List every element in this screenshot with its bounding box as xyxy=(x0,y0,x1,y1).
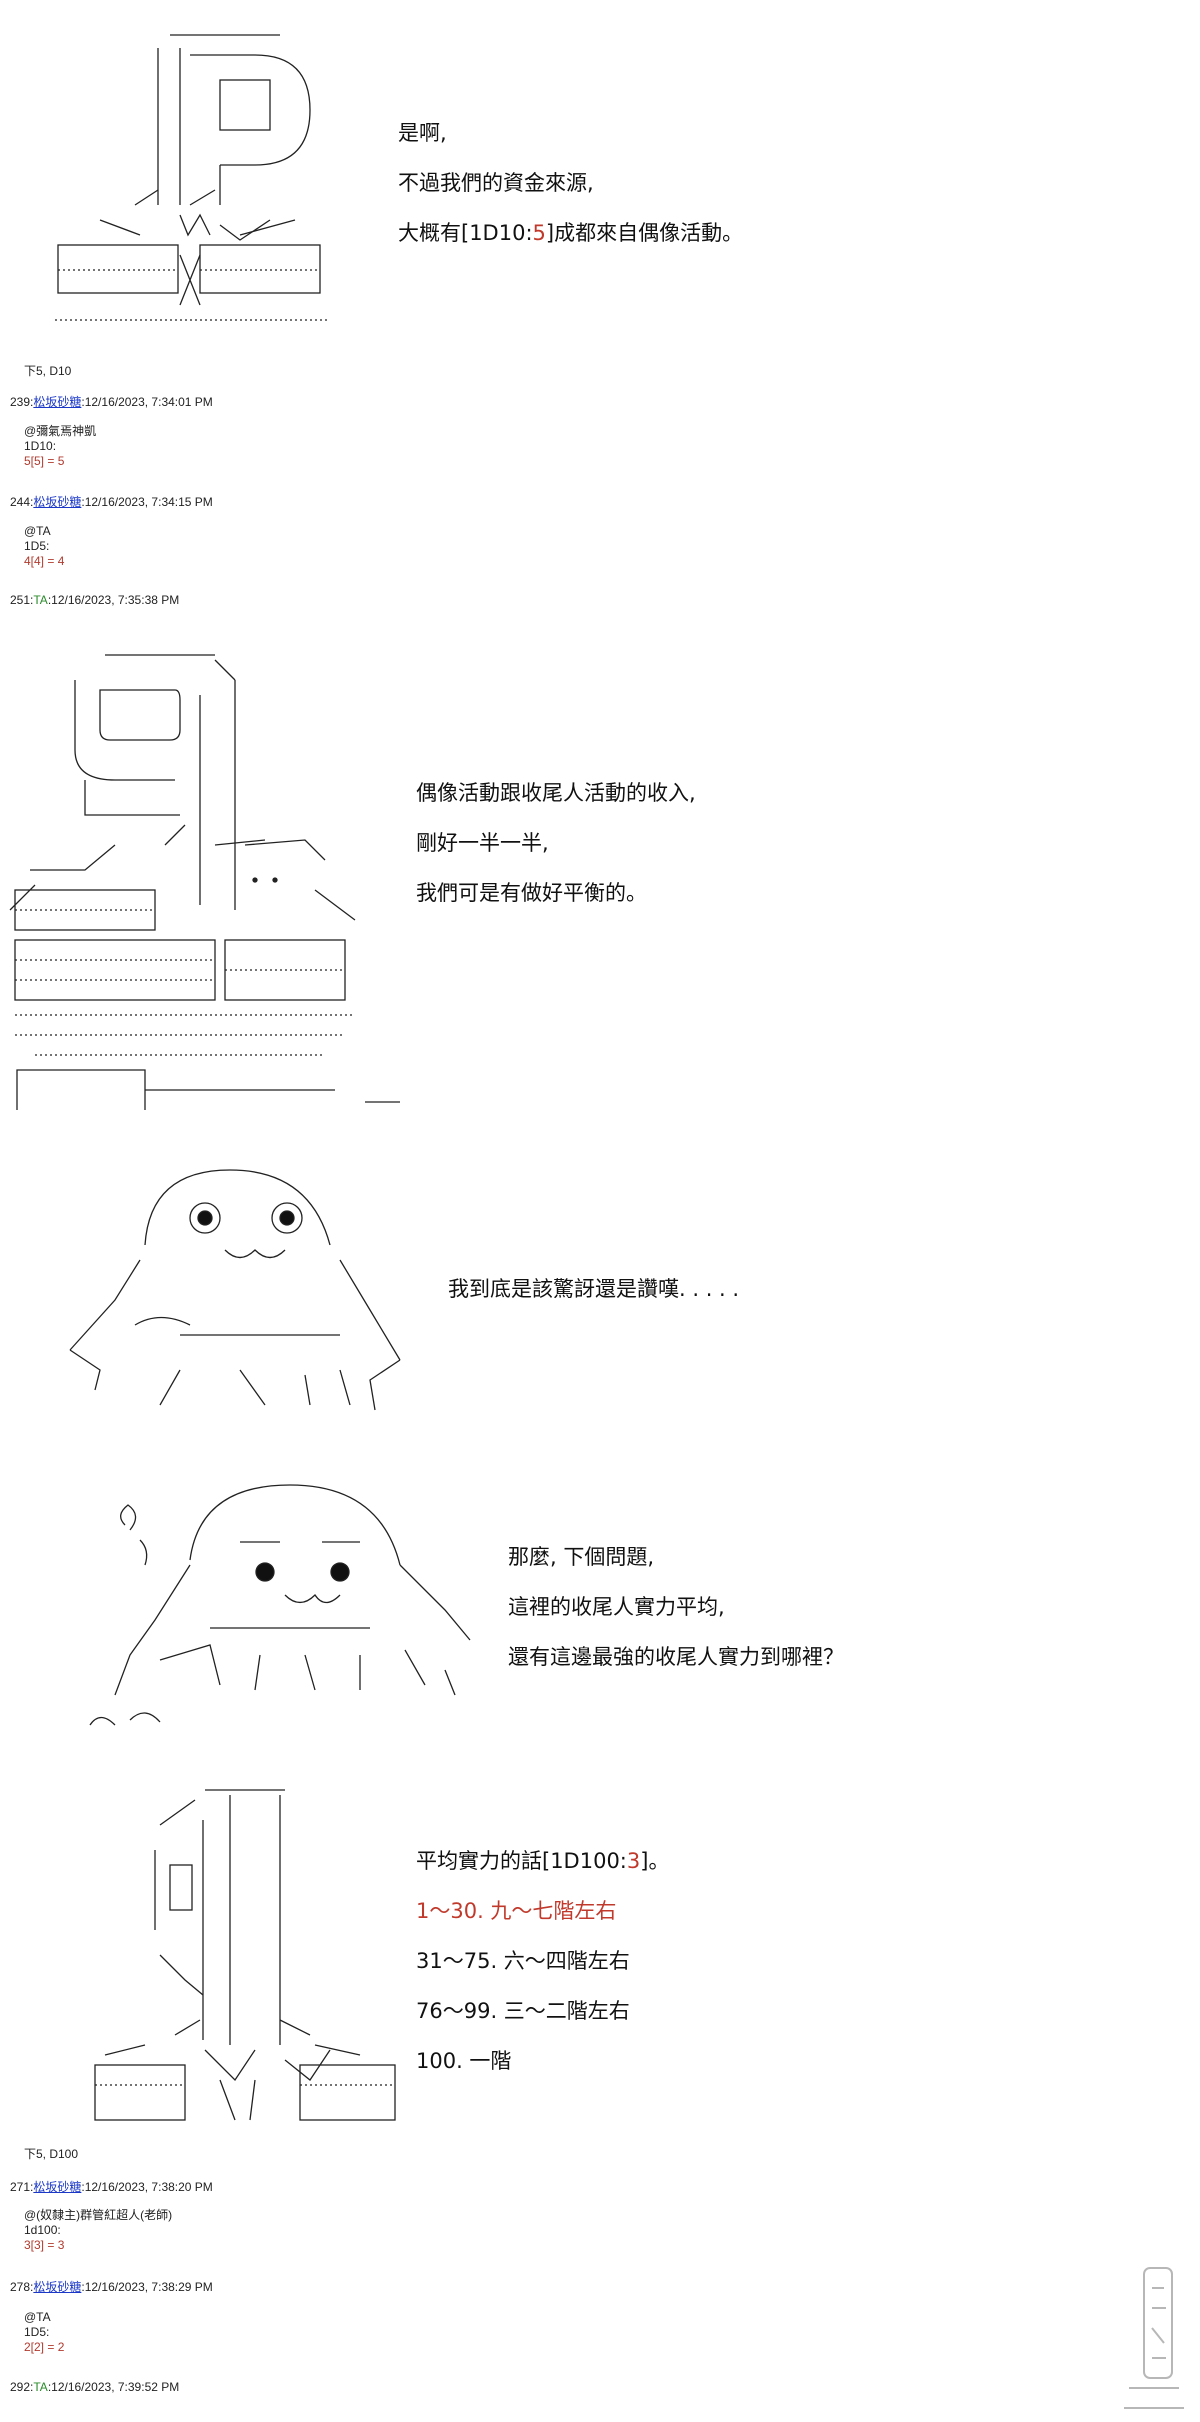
dialog-panel-1: 是啊, 不過我們的資金來源, 大概有[1D10:5]成都來自偶像活動。 xyxy=(398,108,743,258)
dialog-text: ]成都來自偶像活動。 xyxy=(545,221,744,245)
ascii-art-i-character xyxy=(85,1780,405,2140)
dialog-line: 還有這邊最強的收尾人實力到哪裡？ xyxy=(508,1645,844,1669)
dialog-panel-4: 那麼, 下個問題, 這裡的收尾人實力平均, 還有這邊最強的收尾人實力到哪裡？ xyxy=(508,1532,844,1682)
dice-result: 3 xyxy=(626,1849,641,1873)
post-header: 244:松坂砂糖:12/16/2023, 7:34:15 PM xyxy=(10,493,213,510)
roll-value: 4[4] = 4 xyxy=(24,554,65,568)
post-time: :12/16/2023, 7:34:01 PM xyxy=(81,395,213,409)
username-link[interactable]: 松坂砂糖 xyxy=(33,2280,82,2294)
dialog-text: 平均實力的話[1D100: xyxy=(416,1849,627,1873)
dialog-line: 偶像活動跟收尾人活動的收入, xyxy=(416,781,696,805)
ascii-art-asking-character xyxy=(60,1470,480,1740)
dialog-line: 我到底是該驚訝還是讚嘆. . . . . xyxy=(448,1277,740,1301)
dialog-panel-3: 我到底是該驚訝還是讚嘆. . . . . xyxy=(448,1264,739,1314)
option-item: 100. 一階 xyxy=(416,2049,512,2073)
roll-value: 5[5] = 5 xyxy=(24,454,65,468)
dialog-line: 剛好一半一半, xyxy=(416,831,549,855)
option-selected: 1～30. 九～七階左右 xyxy=(416,1899,617,1923)
post-time: :12/16/2023, 7:35:38 PM xyxy=(47,593,180,607)
roll-value: 3[3] = 3 xyxy=(24,2238,65,2252)
roll-instruction: 下5, D100 xyxy=(24,2147,79,2161)
ascii-art-p-character xyxy=(40,30,340,350)
dialog-line: 平均實力的話[1D100:3]。 xyxy=(416,1836,669,1886)
dialog-line: 這裡的收尾人實力平均, xyxy=(508,1595,725,1619)
ascii-art-nine-character xyxy=(5,640,405,1110)
post-number: 239: xyxy=(10,395,34,409)
roll-instruction: 下5, D10 xyxy=(24,364,72,378)
dialog-text: ]。 xyxy=(640,1849,670,1873)
post-number: 244: xyxy=(10,495,34,509)
post-header: 292:TA:12/16/2023, 7:39:52 PM xyxy=(10,2380,179,2394)
roll-target: @彌氣焉神凱 xyxy=(24,424,97,438)
roll-result-block: @彌氣焉神凱 1D10: 5[5] = 5 xyxy=(24,424,96,469)
roll-target: @(奴隸主)群管紅超人(老師) xyxy=(24,2208,173,2222)
dialog-line: 不過我們的資金來源, xyxy=(398,171,594,195)
roll-result-block: @TA 1D5: 2[2] = 2 xyxy=(24,2310,64,2355)
roll-result-block: @TA 1D5: 4[4] = 4 xyxy=(24,524,64,569)
dialog-line: 是啊, xyxy=(398,121,447,145)
dialog-line: 大概有[1D10:5]成都來自偶像活動。 xyxy=(398,208,743,258)
username-link[interactable]: TA xyxy=(33,2380,48,2394)
username-link[interactable]: 松坂砂糖 xyxy=(33,395,82,409)
post-time: :12/16/2023, 7:38:29 PM xyxy=(81,2280,213,2294)
post-number: 271: xyxy=(10,2180,34,2194)
option-item: 76～99. 三～二階左右 xyxy=(416,1999,630,2023)
post-number: 292: xyxy=(10,2380,34,2394)
post-number: 251: xyxy=(10,593,34,607)
watermark-logo xyxy=(1114,2248,1194,2418)
roll-result-block: @(奴隸主)群管紅超人(老師) 1d100: 3[3] = 3 xyxy=(24,2208,172,2253)
roll-dice: 1D5: xyxy=(24,2325,50,2339)
roll-dice: 1d100: xyxy=(24,2223,61,2237)
post-header: 251:TA:12/16/2023, 7:35:38 PM xyxy=(10,593,179,607)
post-header: 239:松坂砂糖:12/16/2023, 7:34:01 PM xyxy=(10,393,213,410)
username-link[interactable]: 松坂砂糖 xyxy=(33,2180,82,2194)
post-header: 278:松坂砂糖:12/16/2023, 7:38:29 PM xyxy=(10,2278,213,2295)
roll-target: @TA xyxy=(24,524,51,538)
roll-dice: 1D5: xyxy=(24,539,50,553)
post-time: :12/16/2023, 7:38:20 PM xyxy=(81,2180,213,2194)
post-time: :12/16/2023, 7:34:15 PM xyxy=(81,495,213,509)
dialog-panel-2: 偶像活動跟收尾人活動的收入, 剛好一半一半, 我們可是有做好平衡的。 xyxy=(416,768,696,918)
option-item: 31～75. 六～四階左右 xyxy=(416,1949,630,1973)
ascii-art-round-face-character xyxy=(40,1150,420,1420)
roll-target: @TA xyxy=(24,2310,51,2324)
roll-dice: 1D10: xyxy=(24,439,57,453)
roll-value: 2[2] = 2 xyxy=(24,2340,65,2354)
post-header: 271:松坂砂糖:12/16/2023, 7:38:20 PM xyxy=(10,2178,213,2195)
dialog-text: 大概有[1D10: xyxy=(398,221,533,245)
post-time: :12/16/2023, 7:39:52 PM xyxy=(47,2380,180,2394)
username-link[interactable]: 松坂砂糖 xyxy=(33,495,82,509)
dialog-line: 那麼, 下個問題, xyxy=(508,1545,655,1569)
dialog-line: 我們可是有做好平衡的。 xyxy=(416,881,647,905)
dialog-panel-5: 平均實力的話[1D100:3]。 1～30. 九～七階左右 31～75. 六～四… xyxy=(416,1836,669,2086)
username-link[interactable]: TA xyxy=(33,593,48,607)
dice-result: 5 xyxy=(532,221,546,245)
post-number: 278: xyxy=(10,2280,34,2294)
